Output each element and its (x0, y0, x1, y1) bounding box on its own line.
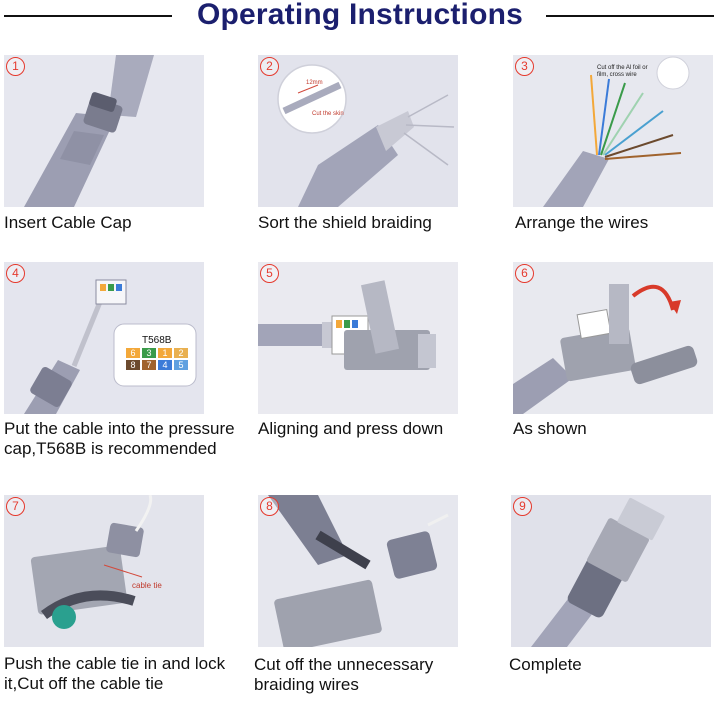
header-rule-right (546, 15, 714, 17)
pin-label: 6 (126, 348, 140, 358)
step-1-photo: 1 (4, 55, 204, 207)
step-9-photo: 9 (511, 495, 711, 647)
step-2-note: Cut the skin (312, 111, 344, 117)
pin-label: 3 (142, 348, 156, 358)
step-3-number: 3 (515, 57, 534, 76)
page-title: Operating Instructions (196, 0, 524, 31)
step-3-caption: Arrange the wires (515, 213, 649, 232)
step-9-number: 9 (513, 497, 532, 516)
step-2-photo: 2 12mm Cut the skin (258, 55, 458, 207)
step-5-caption: Aligning and press down (258, 419, 444, 438)
step-7-number: 7 (6, 497, 25, 516)
pin-label: 1 (158, 348, 172, 358)
pin-label: 2 (174, 348, 188, 358)
step-5-photo: 5 (258, 262, 458, 414)
step-4-photo: 4 T568B 6 3 1 2 8 7 4 5 (4, 262, 204, 414)
step-4-pin-grid: 6 3 1 2 8 7 4 5 (126, 348, 190, 370)
pin-label: 8 (126, 360, 140, 370)
pin-label: 5 (174, 360, 188, 370)
step-6-caption: As shown (513, 419, 587, 438)
step-6-photo: 6 (513, 262, 713, 414)
step-8-caption: Cut off the unnecessary braiding wires (254, 655, 434, 694)
step-2-caption: Sort the shield braiding (258, 213, 432, 232)
step-2-measure: 12mm (306, 80, 323, 86)
step-1-caption: Insert Cable Cap (4, 213, 132, 232)
step-6-number: 6 (515, 264, 534, 283)
step-7-note: cable tie (132, 581, 162, 590)
pin-label: 4 (158, 360, 172, 370)
step-3-note: Cut off the Al foil or film, cross wire (597, 65, 648, 78)
step-4-number: 4 (6, 264, 25, 283)
step-9-caption: Complete (509, 655, 582, 674)
pin-label: 7 (142, 360, 156, 370)
step-8-photo: 8 (258, 495, 458, 647)
header: Operating Instructions (0, 0, 720, 36)
step-3-photo: 3 Cut off the Al foil or film, cross wir… (513, 55, 713, 207)
step-4-standard: T568B (142, 335, 172, 346)
step-1-number: 1 (6, 57, 25, 76)
step-7-photo: 7 cable tie (4, 495, 204, 647)
header-rule-left (4, 15, 172, 17)
step-2-number: 2 (260, 57, 279, 76)
step-4-caption: Put the cable into the pressure cap,T568… (4, 419, 235, 458)
step-8-number: 8 (260, 497, 279, 516)
step-5-number: 5 (260, 264, 279, 283)
step-7-caption: Push the cable tie in and lock it,Cut of… (4, 654, 226, 693)
